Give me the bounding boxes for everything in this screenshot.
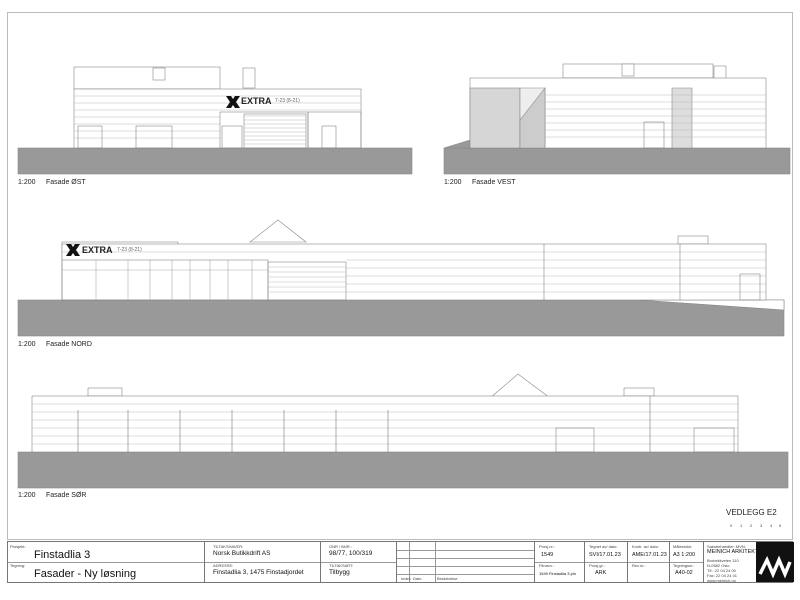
sign-hours-east: 7-23 (8-21) <box>275 98 300 104</box>
projnr-cell: Prosj.nr.: 1549 Filnavn.: 1549 Finstadli… <box>535 542 585 582</box>
elevation-drawings <box>17 63 791 489</box>
fag-label: Prosj.gr.: <box>589 563 605 568</box>
firm-website: www.meinich.no <box>707 578 736 583</box>
drawn-value: SVI/17.01.23 <box>589 552 621 558</box>
facade-north-drawing <box>17 219 785 337</box>
view-title-south: Fasade SØR <box>46 492 87 499</box>
owner-label: TILTAKSHAVER: <box>213 544 244 549</box>
scale-value: A3 1:200 <box>673 552 696 558</box>
view-scale-south: 1:200 <box>18 492 36 499</box>
view-scale-east: 1:200 <box>18 179 36 186</box>
appendix-label: VEDLEGG E2 <box>726 508 777 517</box>
drawn-label: Tegnet av/ dato: <box>589 544 618 549</box>
extra-logo-north <box>66 244 80 256</box>
type-value: Tilbygg <box>329 569 350 576</box>
drawn-cell: Tegnet av/ dato: SVI/17.01.23 Prosj.gr.:… <box>585 542 628 582</box>
scale-tick: 5 <box>779 523 782 528</box>
firm-address: Brobekkveien 110 N-0582 Oslo <box>707 558 739 568</box>
firm-logo <box>756 542 794 582</box>
file-label: Filnavn.: <box>539 563 555 568</box>
gnr-label: GNR / BNR.: <box>329 544 352 549</box>
project-name: Finstadlia 3 <box>34 549 91 561</box>
owner-cell: TILTAKSHAVER: Norsk Butikkdrift AS ADRES… <box>205 542 321 582</box>
view-scale-west: 1:200 <box>444 179 462 186</box>
drawno-value: A40-02 <box>675 570 693 576</box>
facade-west-drawing <box>443 63 791 175</box>
firm-phone: Tlf.: 22 04 24 00 <box>707 568 736 573</box>
sign-hours-north: 7-23 (8-21) <box>117 247 142 253</box>
revnr-label: Rev.nr.: <box>632 563 646 568</box>
view-scale-north: 1:200 <box>18 341 36 348</box>
drawing-name: Fasader - Ny løsning <box>34 568 137 580</box>
drawno-label: Tegningsnr.: <box>673 563 695 568</box>
facade-south-drawing <box>17 373 789 489</box>
mm-logo-icon <box>758 555 792 579</box>
scale-tick: 3 <box>760 523 763 528</box>
firm-label: Saksbehandler: MVN, <box>707 544 746 549</box>
project-cell: Prosjekt: Finstadlia 3 Tegning: Fasader … <box>8 542 205 582</box>
view-title-east: Fasade ØST <box>46 179 86 186</box>
projnr-value: 1549 <box>541 552 554 558</box>
scale-tick: 4 <box>770 523 773 528</box>
sign-brand-north: EXTRA <box>82 245 113 255</box>
drawing-sheet <box>7 12 793 540</box>
gnr-cell: GNR / BNR.: 98/77, 100/319 TILTAKSART: T… <box>321 542 397 582</box>
checked-value: AME/17.01.23 <box>632 552 667 558</box>
firm-name: MEINICH ARKITEKTER AS <box>707 549 775 555</box>
scale-cell: Målestokk: A3 1:200 Tegningsnr.: A40-02 <box>670 542 704 582</box>
project-label: Prosjekt: <box>10 544 26 549</box>
gnr-value: 98/77, 100/319 <box>329 550 373 557</box>
scale-tick: 2 <box>750 523 753 528</box>
checked-label: Kontr. av/ dato: <box>632 544 659 549</box>
file-value: 1549 Finstadlia 3.pln <box>539 571 576 576</box>
owner-value: Norsk Butikkdrift AS <box>213 550 271 557</box>
scale-label: Målestokk: <box>673 544 693 549</box>
view-title-west: Fasade VEST <box>472 179 516 186</box>
firm-fax: Fax: 22 04 24 01 <box>707 573 738 578</box>
view-title-north: Fasade NORD <box>46 341 92 348</box>
scale-bar: 0 1 2 3 4 5 <box>730 521 782 531</box>
title-block: Prosjekt: Finstadlia 3 Tegning: Fasader … <box>7 541 794 583</box>
scale-tick: 0 <box>730 523 733 528</box>
scale-tick: 1 <box>740 523 743 528</box>
sign-brand-east: EXTRA <box>241 96 272 106</box>
rev-header-date: Dato <box>413 576 422 581</box>
checked-cell: Kontr. av/ dato: AME/17.01.23 Rev.nr.: <box>628 542 670 582</box>
address-label: ADRESSE: <box>213 563 234 568</box>
facade-east-drawing <box>17 66 413 175</box>
extra-logo-east <box>226 96 240 108</box>
revision-cell: Index Dato Beskrivelse <box>397 542 535 582</box>
rev-header-index: Index <box>401 576 411 581</box>
firm-cell: Saksbehandler: MVN, MEINICH ARKITEKTER A… <box>704 542 794 583</box>
projnr-label: Prosj.nr.: <box>539 544 555 549</box>
drawing-label: Tegning: <box>10 563 26 568</box>
fag-value: ARK <box>595 570 607 576</box>
address-value: Finstadlia 3, 1475 Finstadjordet <box>213 569 304 576</box>
type-label: TILTAKSART: <box>329 563 354 568</box>
rev-header-desc: Beskrivelse <box>437 576 458 581</box>
